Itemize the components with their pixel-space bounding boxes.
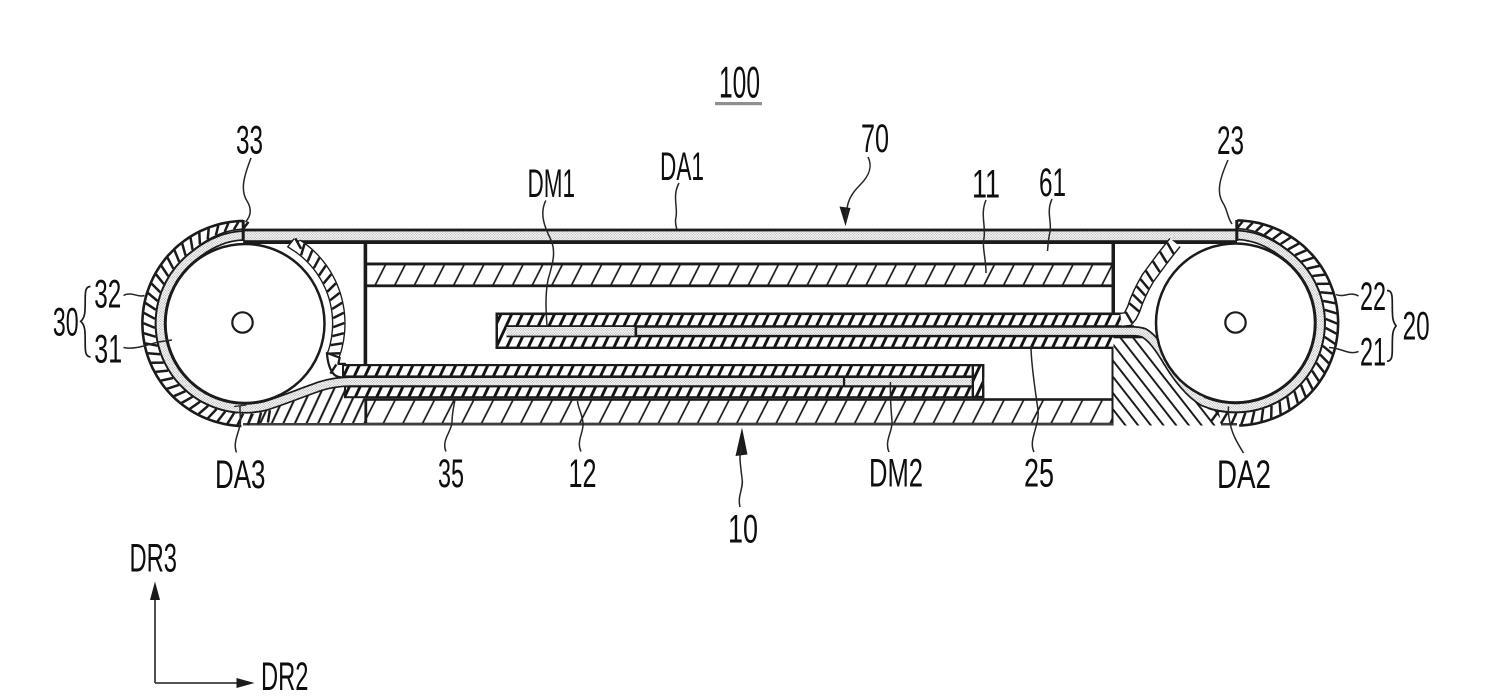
- svg-text:35: 35: [438, 452, 464, 496]
- svg-text:33: 33: [236, 119, 263, 163]
- svg-text:70: 70: [861, 117, 889, 161]
- svg-text:12: 12: [569, 452, 597, 496]
- svg-text:10: 10: [728, 508, 758, 552]
- svg-text:DA2: DA2: [1217, 453, 1271, 497]
- svg-text:DR3: DR3: [130, 537, 178, 581]
- svg-text:61: 61: [1039, 161, 1066, 205]
- svg-text:DA3: DA3: [215, 453, 266, 497]
- svg-text:21: 21: [1360, 331, 1386, 375]
- svg-text:DR2: DR2: [261, 655, 309, 699]
- svg-text:22: 22: [1360, 275, 1386, 319]
- svg-text:DM2: DM2: [869, 452, 923, 496]
- svg-text:25: 25: [1024, 452, 1054, 496]
- svg-text:31: 31: [94, 328, 122, 372]
- svg-text:30: 30: [53, 301, 79, 345]
- svg-text:23: 23: [1217, 119, 1244, 163]
- svg-text:DA1: DA1: [660, 145, 704, 189]
- svg-text:32: 32: [94, 273, 121, 317]
- svg-text:100: 100: [719, 59, 760, 108]
- svg-text:20: 20: [1403, 305, 1430, 349]
- svg-text:11: 11: [972, 163, 1000, 207]
- svg-text:DM1: DM1: [528, 162, 576, 206]
